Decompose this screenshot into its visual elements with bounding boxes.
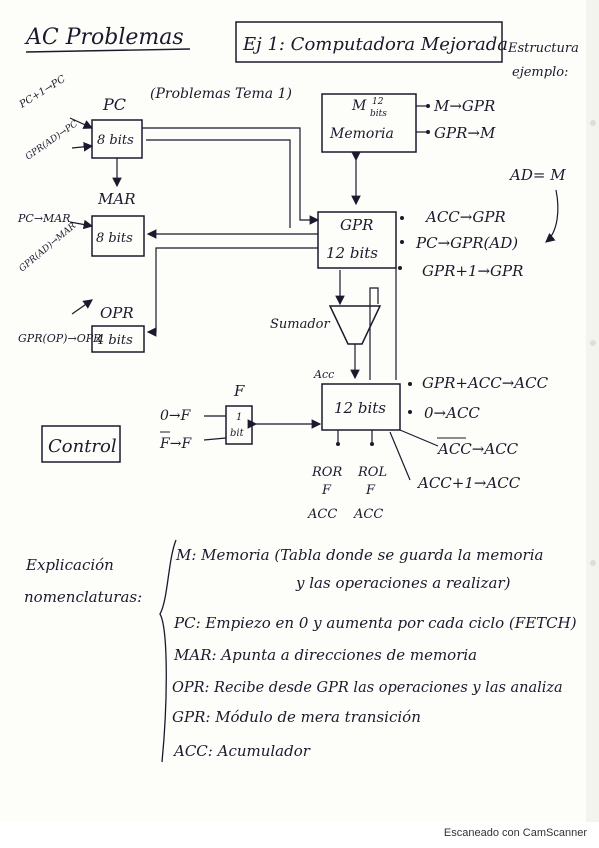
rol-line-3: ACC bbox=[353, 507, 383, 522]
side-note-line-2: ejemplo: bbox=[512, 65, 568, 80]
mar-register bbox=[91, 215, 145, 257]
flag-input-2: F→F bbox=[159, 436, 192, 452]
page-edge bbox=[586, 0, 599, 822]
flag-name: F bbox=[233, 382, 245, 400]
explanation-item-1-cont: y las operaciones a realizar) bbox=[295, 574, 511, 592]
mar-input-2: GPR(AD)→MAR bbox=[17, 220, 78, 274]
pc-size: 8 bits bbox=[97, 133, 134, 148]
page-title: AC Problemas bbox=[24, 25, 184, 50]
mar-input-1: PC→MAR bbox=[17, 212, 71, 225]
scan-footer bbox=[0, 822, 599, 848]
ror-line-2: F bbox=[321, 483, 332, 498]
ror-line-1: ROR bbox=[311, 465, 342, 480]
explanation-item-2: PC: Empiezo en 0 y aumenta por cada cicl… bbox=[173, 614, 577, 632]
exercise-title-box bbox=[235, 21, 503, 63]
explanation-item-4: OPR: Recibe desde GPR las operaciones y … bbox=[172, 680, 563, 696]
explanation-brace bbox=[159, 539, 177, 763]
gpr-size: 12 bits bbox=[326, 244, 378, 262]
gpr-output-3: GPR+1→GPR bbox=[422, 262, 523, 280]
exercise-title: Ej 1: Computadora Mejorada bbox=[242, 34, 508, 55]
binder-hole bbox=[590, 560, 596, 566]
notebook-page bbox=[0, 0, 586, 822]
title-underline bbox=[25, 48, 191, 53]
memory-block bbox=[321, 93, 417, 153]
memory-name: M bbox=[351, 98, 367, 114]
gpr-name: GPR bbox=[340, 216, 373, 234]
explanation-item-6: ACC: Acumulador bbox=[172, 742, 311, 760]
gpr-output-1: ACC→GPR bbox=[424, 208, 506, 226]
explanation-heading-2: nomenclaturas: bbox=[24, 588, 142, 606]
memory-output-2: GPR→M bbox=[434, 124, 496, 142]
memory-label: Memoria bbox=[329, 126, 394, 142]
acc-output-1: GPR+ACC→ACC bbox=[422, 374, 549, 392]
side-note-line-1: Estructura bbox=[507, 41, 579, 56]
opr-input: GPR(OP)→OPR bbox=[18, 332, 101, 345]
pc-input-2: GPR(AD)→PC bbox=[23, 118, 80, 162]
binder-hole bbox=[590, 120, 596, 126]
opr-size: 4 bits bbox=[95, 333, 133, 348]
adder-shape bbox=[328, 305, 382, 345]
ad-note: AD= M bbox=[508, 166, 566, 184]
acc-register bbox=[321, 383, 401, 431]
opr-name: OPR bbox=[100, 304, 134, 322]
rol-line-2: F bbox=[365, 483, 376, 498]
mar-size: 8 bits bbox=[96, 231, 133, 246]
pc-name: PC bbox=[102, 95, 126, 114]
acc-output-4: ACC+1→ACC bbox=[416, 474, 521, 492]
acc-size: 12 bits bbox=[334, 399, 386, 417]
mar-name: MAR bbox=[97, 190, 136, 208]
memory-size-num: 12 bbox=[372, 97, 384, 107]
acc-output-2: 0→ACC bbox=[424, 404, 480, 422]
ror-line-3: ACC bbox=[307, 507, 337, 522]
rol-line-1: ROL bbox=[357, 465, 387, 480]
subtitle: (Problemas Tema 1) bbox=[150, 86, 292, 102]
control-box bbox=[41, 425, 121, 463]
gpr-output-2: PC→GPR(AD) bbox=[415, 234, 518, 252]
gpr-register bbox=[317, 211, 397, 269]
explanation-item-5: GPR: Módulo de mera transición bbox=[172, 708, 421, 726]
flag-size-unit: bit bbox=[230, 428, 245, 439]
explanation-item-1: M: Memoria (Tabla donde se guarda la mem… bbox=[175, 546, 543, 564]
handwritten-diagram: AC Problemas Ej 1: Computadora Mejorada … bbox=[17, 21, 579, 763]
acc-name: Acc bbox=[313, 368, 334, 381]
memory-size-unit: bits bbox=[370, 109, 387, 119]
pc-input-1: PC+1→PC bbox=[17, 74, 68, 112]
flag-size-num: 1 bbox=[236, 412, 242, 423]
binder-hole bbox=[590, 340, 596, 346]
control-label: Control bbox=[48, 436, 117, 457]
acc-output-3: ACC→ACC bbox=[436, 440, 519, 458]
memory-output-1: M→GPR bbox=[433, 97, 495, 115]
opr-register bbox=[91, 325, 145, 353]
flag-input-1: 0→F bbox=[160, 408, 192, 424]
explanation-heading-1: Explicación bbox=[25, 556, 114, 574]
explanation-item-3: MAR: Apunta a direcciones de memoria bbox=[173, 646, 477, 664]
scanner-watermark: Escaneado con CamScanner bbox=[443, 827, 587, 839]
adder-label: Sumador bbox=[270, 317, 331, 332]
